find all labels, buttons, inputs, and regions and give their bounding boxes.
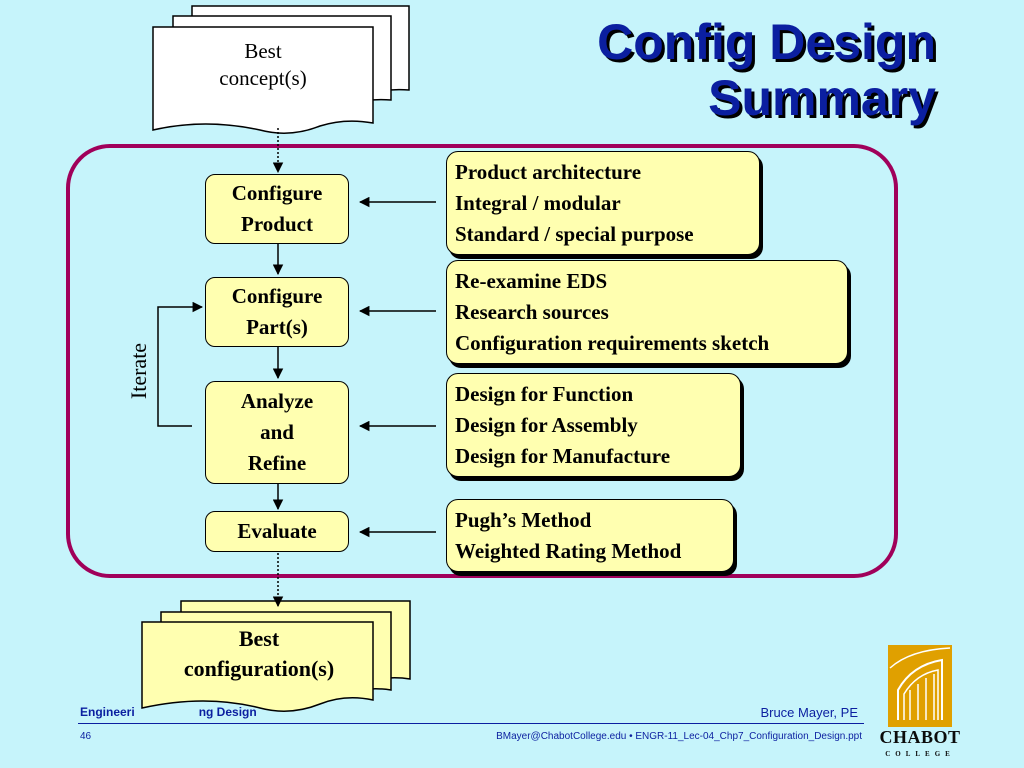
logo-name: CHABOT — [879, 727, 961, 747]
info-box-design-for: Design for Function Design for Assembly … — [446, 373, 741, 477]
input-document-line2: concept(s) — [219, 66, 307, 90]
footer-course-left: Engineeri — [80, 705, 135, 719]
iterate-label: Iterate — [126, 342, 151, 400]
input-document-line1: Best — [244, 39, 282, 63]
step-configure-product: Configure Product — [205, 174, 349, 244]
info-line: Standard / special purpose — [455, 222, 694, 246]
step-evaluate: Evaluate — [205, 511, 349, 552]
step-label-line: Configure — [231, 284, 323, 308]
step-label-line: Evaluate — [237, 519, 317, 543]
footer-divider — [78, 723, 864, 724]
info-line: Product architecture — [455, 160, 642, 184]
info-box-eds-research: Re-examine EDS Research sources Configur… — [446, 260, 848, 364]
output-document-line1: Best — [238, 626, 280, 651]
step-label-line: Analyze — [240, 389, 314, 413]
info-line: Design for Manufacture — [455, 444, 671, 468]
step-analyze-and-refine: Analyze and Refine — [205, 381, 349, 484]
input-document-stack — [152, 5, 410, 134]
step-label-line: Part(s) — [246, 315, 308, 339]
chabot-logo-icon — [888, 645, 952, 727]
logo-sub: COLLEGE — [885, 750, 955, 758]
slide-title: Config Design Summary — [597, 14, 936, 126]
step-label-line: and — [260, 420, 294, 444]
footer-course-right: ng Design — [198, 705, 257, 719]
output-document-line2: configuration(s) — [183, 656, 335, 681]
footer-author: Bruce Mayer, PE — [760, 705, 858, 720]
input-document-label: Best concept(s) — [170, 38, 356, 92]
info-line: Design for Assembly — [455, 413, 638, 437]
step-label-line: Configure — [231, 181, 323, 205]
step-configure-parts: Configure Part(s) — [205, 277, 349, 347]
info-line: Integral / modular — [455, 191, 621, 215]
info-box-evaluation-methods: Pugh’s Method Weighted Rating Method — [446, 499, 734, 572]
info-line: Configuration requirements sketch — [455, 331, 770, 355]
info-line: Pugh’s Method — [455, 508, 592, 532]
footer-course: Engineeri ng Design — [80, 705, 257, 719]
info-line: Research sources — [455, 300, 609, 324]
info-box-product-architecture: Product architecture Integral / modular … — [446, 151, 760, 255]
info-line: Re-examine EDS — [455, 269, 608, 293]
info-line: Weighted Rating Method — [455, 539, 682, 563]
step-label-line: Product — [241, 212, 313, 236]
info-line: Design for Function — [455, 382, 634, 406]
footer-file-info: BMayer@ChabotCollege.edu • ENGR-11_Lec-0… — [496, 731, 862, 742]
output-document-stack — [141, 600, 411, 712]
footer-page-number: 46 — [80, 731, 92, 742]
iterate-loop — [157, 301, 204, 427]
step-label-line: Refine — [247, 451, 307, 475]
process-frame — [66, 144, 898, 578]
output-document-label: Best configuration(s) — [146, 624, 372, 684]
